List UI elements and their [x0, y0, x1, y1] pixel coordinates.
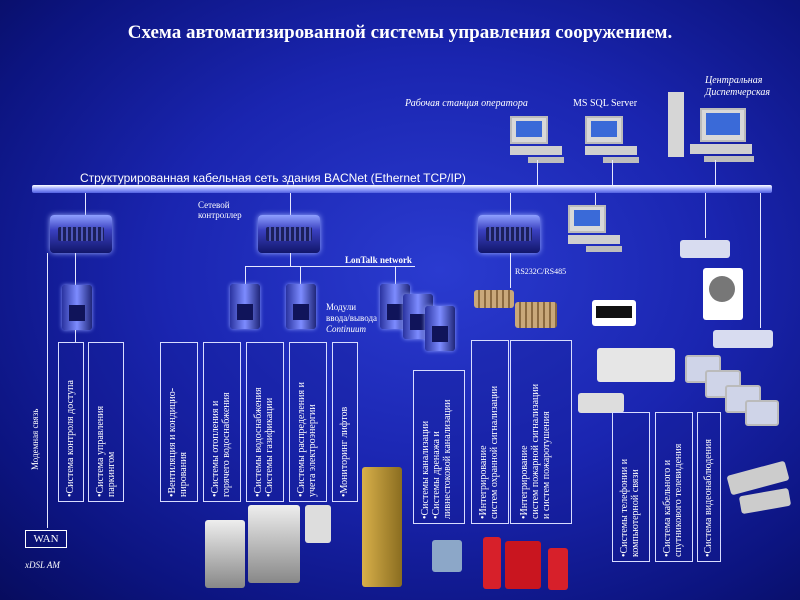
system-box-13: •Система видеонаблюдения [697, 412, 721, 562]
phones-icon [597, 348, 675, 382]
flowmeter-icon-2 [248, 505, 300, 583]
io-label-3: Continuum [326, 324, 367, 334]
access-module [62, 285, 92, 330]
net-ctrl-label-2: контроллер [198, 210, 242, 220]
io-label-1: Модули [326, 302, 357, 312]
system-box-3: •Вентиляция и кондицио- нирования [160, 342, 198, 502]
io-module-4 [403, 294, 433, 339]
central-label-2: Диспетчерская [705, 87, 771, 98]
system-box-1: •Система контроля доступа [58, 342, 84, 502]
io-module-1 [230, 284, 260, 329]
satellite-dish-icon [703, 268, 743, 320]
fire-panel-rack-1 [474, 290, 514, 308]
ms-sql-label: MS SQL Server [573, 98, 638, 109]
system-box-2: •Система управления паркингом [88, 342, 124, 502]
rs-label: RS232C/RS485 [515, 267, 567, 276]
lontalk-label: LonTalk network [345, 255, 412, 265]
video-switch-icon [713, 330, 773, 348]
system-box-12: •Система кабельного и спутникового телев… [655, 412, 693, 562]
io-module-5 [425, 306, 455, 351]
server-tower-icon [668, 92, 684, 157]
system-box-7: •Мониторинг лифтов [332, 342, 358, 502]
system-box-11: •Системы телефонии и компьютерной связи [612, 412, 650, 562]
sql-server-icon [585, 116, 639, 163]
system-box-10: •Интегрирование систем пожарной сигнализ… [510, 340, 572, 524]
cctv-camera-2 [738, 487, 792, 515]
io-label-2: ввода/вывода [326, 313, 378, 323]
workstation-rs-icon [568, 205, 622, 252]
system-box-4: •Системы отопления и горячего водоснабже… [203, 342, 241, 502]
elevator-icon [362, 467, 402, 587]
central-dispatch-icon [690, 108, 754, 162]
fire-extinguisher-panel-3 [548, 548, 568, 590]
operator-station-label: Рабочая станция оператора [405, 98, 528, 109]
pump-icon [432, 540, 462, 572]
modem-label: Модемная связь [30, 408, 40, 470]
page-title: Схема автоматизированной системы управле… [127, 22, 673, 43]
system-box-8: •Системы канализации •Системы дренажа и … [413, 370, 465, 524]
fire-panel-rack-2 [515, 302, 557, 328]
operator-workstation-icon [510, 116, 564, 163]
fire-extinguisher-panel-1 [483, 537, 501, 589]
central-label-1: Центральная [705, 75, 763, 86]
electric-meter-icon [305, 505, 331, 543]
network-controller-1 [50, 215, 112, 253]
net-ctrl-label-1: Сетевой [198, 200, 230, 210]
network-controller-2 [258, 215, 320, 253]
network-controller-3 [478, 215, 540, 253]
ethernet-bus [32, 185, 772, 193]
flowmeter-icon-1 [205, 520, 245, 588]
fax-icon [578, 393, 624, 413]
xdsl-label: xDSL AM [25, 560, 60, 570]
system-box-6: •Системы распределения и учета электроэн… [289, 342, 327, 502]
wan-box: WAN [25, 530, 67, 548]
system-box-5: •Системы водоснабжения •Системы газифика… [246, 342, 284, 502]
cctv-monitor-4 [745, 400, 779, 426]
fire-extinguisher-panel-2 [505, 541, 541, 589]
set-top-box-icon [592, 300, 636, 326]
bus-label: Структурированная кабельная сеть здания … [80, 171, 466, 185]
io-module-2 [286, 284, 316, 329]
video-recorder-icon [680, 240, 730, 258]
system-box-9: •Интегрирование систем охранной сигнализ… [471, 340, 509, 524]
